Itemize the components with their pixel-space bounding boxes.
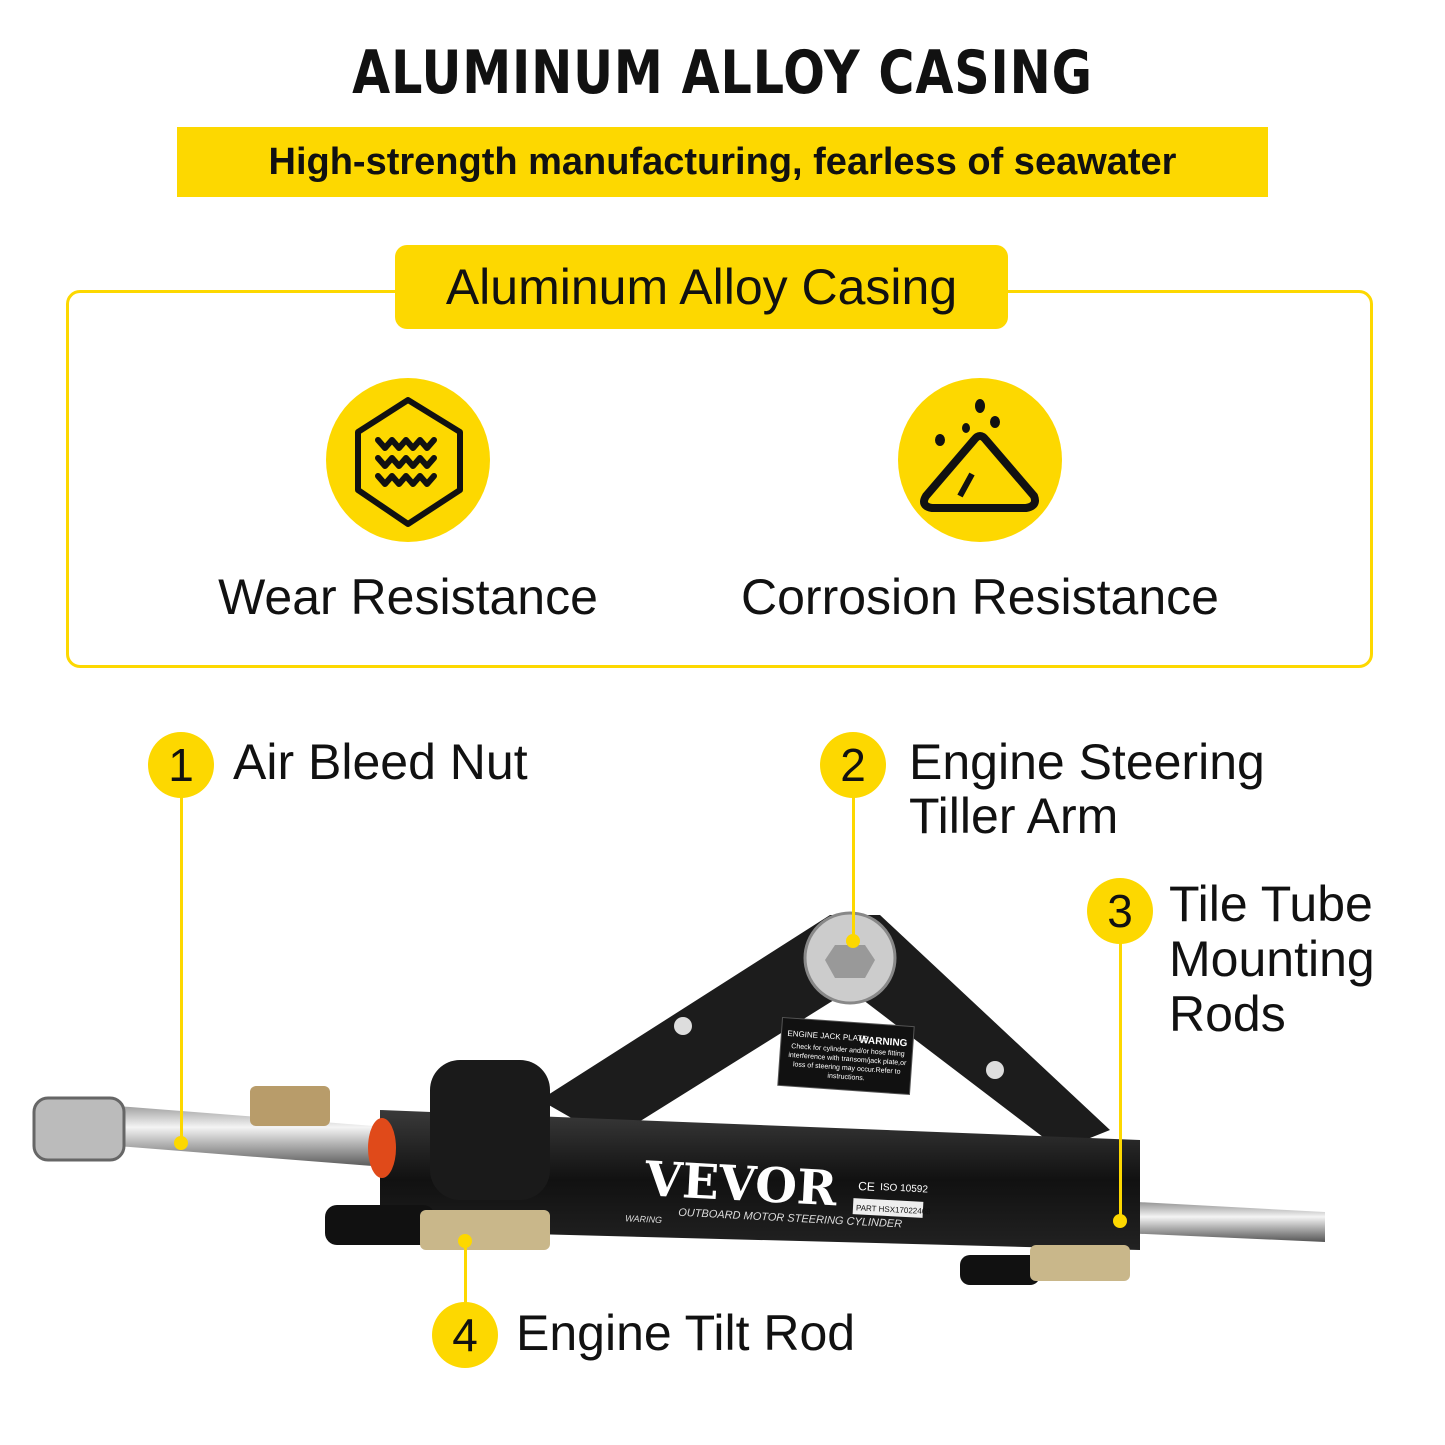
subtitle-banner: High-strength manufacturing, fearless of… (177, 127, 1268, 197)
callout-4-dot (458, 1234, 472, 1248)
warning-plate: ENGINE JACK PLATE WARNING (777, 1016, 915, 1096)
callout-1-dot (174, 1136, 188, 1150)
callout-4-badge: 4 (432, 1302, 498, 1368)
callout-4-label: Engine Tilt Rod (516, 1305, 856, 1361)
corrosion-flask-icon (898, 378, 1062, 542)
iso-mark: ISO 10592 (880, 1182, 929, 1196)
callout-3-label-line2: Mounting (1169, 931, 1375, 987)
shield-waves-icon (326, 378, 490, 542)
callout-3-dot (1113, 1214, 1127, 1228)
callout-3-label-line3: Rods (1169, 986, 1286, 1042)
features-heading: Aluminum Alloy Casing (395, 245, 1008, 329)
callout-1-label: Air Bleed Nut (233, 734, 528, 790)
left-rod (32, 1086, 400, 1168)
callout-3-label-line1: Tile Tube (1169, 876, 1373, 932)
tiller-arm-bracket (540, 915, 1110, 1150)
callout-2-dot (846, 934, 860, 948)
steering-cylinder-image: ENGINE JACK PLATE WARNING VEVOR CE ISO 1… (32, 911, 1325, 1285)
right-rod (1100, 1200, 1325, 1242)
callout-1-badge: 1 (148, 732, 214, 798)
callout-2-line (852, 790, 855, 940)
callout-2-label-line1: Engine Steering (909, 734, 1265, 790)
plate-warning: WARNING (859, 1035, 908, 1049)
feature-label-corrosion: Corrosion Resistance (741, 569, 1219, 625)
page-title: ALUMINUM ALLOY CASING (352, 38, 1093, 108)
feature-label-wear: Wear Resistance (218, 569, 598, 625)
cylinder-body (380, 1110, 1140, 1250)
callout-3-line (1119, 935, 1122, 1220)
callout-3-badge: 3 (1087, 878, 1153, 944)
warning-label: WARING (625, 1213, 662, 1225)
callout-2-badge: 2 (820, 732, 886, 798)
callout-1-line (180, 790, 183, 1142)
part-number: PART HSX17022468 (856, 1203, 932, 1216)
brand-logo: VEVOR (643, 1151, 840, 1217)
ce-mark: CE (858, 1179, 875, 1194)
callout-2-label-line2: Tiller Arm (909, 788, 1119, 844)
callout-4-line (464, 1240, 467, 1310)
